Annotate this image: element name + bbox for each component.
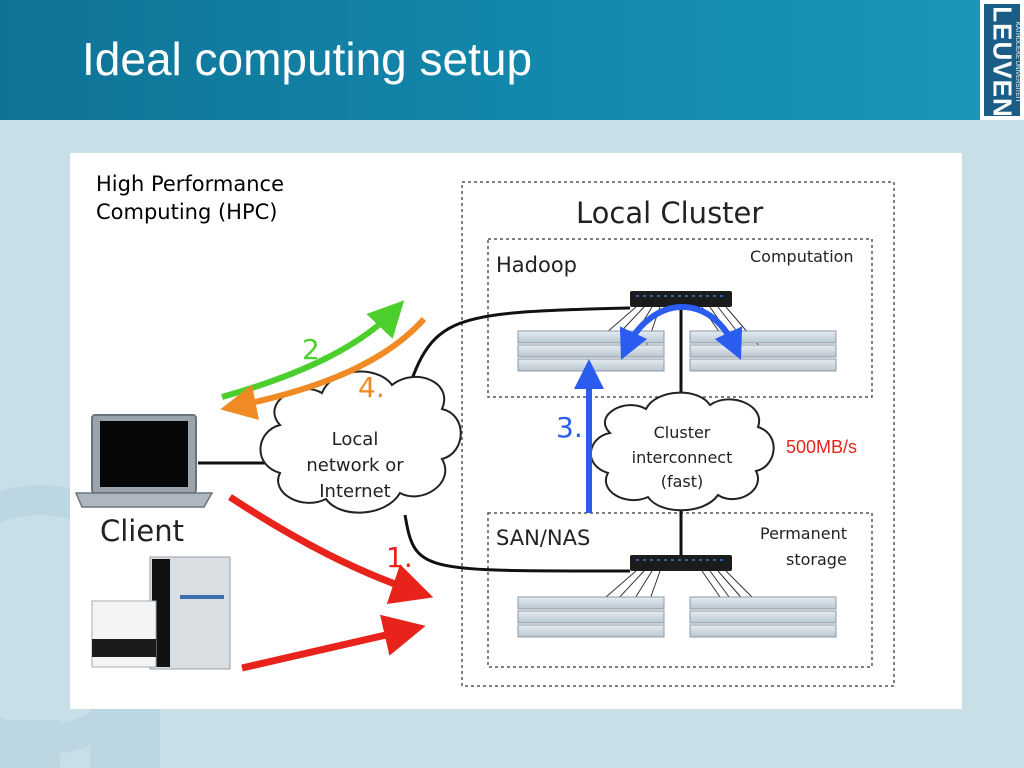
cloud-cluster-line3: (fast) xyxy=(661,472,704,491)
storage-server-rack-left xyxy=(517,596,665,638)
slide-title: Ideal computing setup xyxy=(82,33,533,85)
logo-subtitle: KATHOLIEKE UNIVERSITEIT xyxy=(1014,21,1020,103)
local-cluster-label: Local Cluster xyxy=(576,196,763,230)
hadoop-label: Hadoop xyxy=(496,253,577,277)
client-laptop-icon xyxy=(74,414,214,508)
arrow-step4 xyxy=(220,316,427,420)
cloud-cluster-line1: Cluster xyxy=(654,423,711,442)
cloud-local-line2: network or xyxy=(306,455,404,476)
storage-server-rack-right xyxy=(689,596,837,638)
arrow-distribute-right xyxy=(681,304,743,360)
slide-header: Ideal computing setup LEUVEN KATHOLIEKE … xyxy=(0,0,1024,120)
step1-label: 1. xyxy=(386,541,413,574)
speed-label: 500MB/s xyxy=(786,437,857,457)
step2-label: 2. xyxy=(302,333,329,366)
step3-label: 3. xyxy=(556,411,583,444)
hadoop-server-rack-left xyxy=(517,330,665,372)
arrow-step1-lower xyxy=(241,614,426,672)
cloud-local-line1: Local xyxy=(332,429,379,450)
logo-background: LEUVEN KATHOLIEKE UNIVERSITEIT xyxy=(984,4,1020,118)
cloud-local-line3: Internet xyxy=(319,481,390,502)
permanent-label-line2: storage xyxy=(786,550,847,569)
arrow-step1-upper xyxy=(228,494,434,605)
client-label: Client xyxy=(100,514,184,548)
local-cluster-box xyxy=(461,181,895,687)
logo-name: LEUVEN xyxy=(987,6,1018,118)
step4-label: 4. xyxy=(358,371,385,404)
hadoop-server-rack-right xyxy=(689,330,837,372)
hpc-label-line1: High Performance xyxy=(96,172,284,196)
hadoop-switch xyxy=(630,291,732,307)
sequencer-machine-icon xyxy=(91,556,231,670)
san-nas-label: SAN/NAS xyxy=(496,526,590,550)
arrow-distribute-left xyxy=(619,304,683,360)
link-cloud-to-san xyxy=(403,514,631,573)
computation-label: Computation xyxy=(750,247,854,266)
storage-switch xyxy=(630,555,732,571)
cloud-cluster-line2: interconnect xyxy=(632,448,733,467)
university-logo: LEUVEN KATHOLIEKE UNIVERSITEIT xyxy=(980,0,1024,120)
hpc-label-line2: Computing (HPC) xyxy=(96,200,278,224)
cluster-interconnect-cloud xyxy=(589,391,775,512)
diagram-panel: High Performance Computing (HPC) Local C… xyxy=(70,153,962,709)
hpc-diagram: High Performance Computing (HPC) Local C… xyxy=(74,172,895,687)
permanent-label-line1: Permanent xyxy=(760,524,847,543)
